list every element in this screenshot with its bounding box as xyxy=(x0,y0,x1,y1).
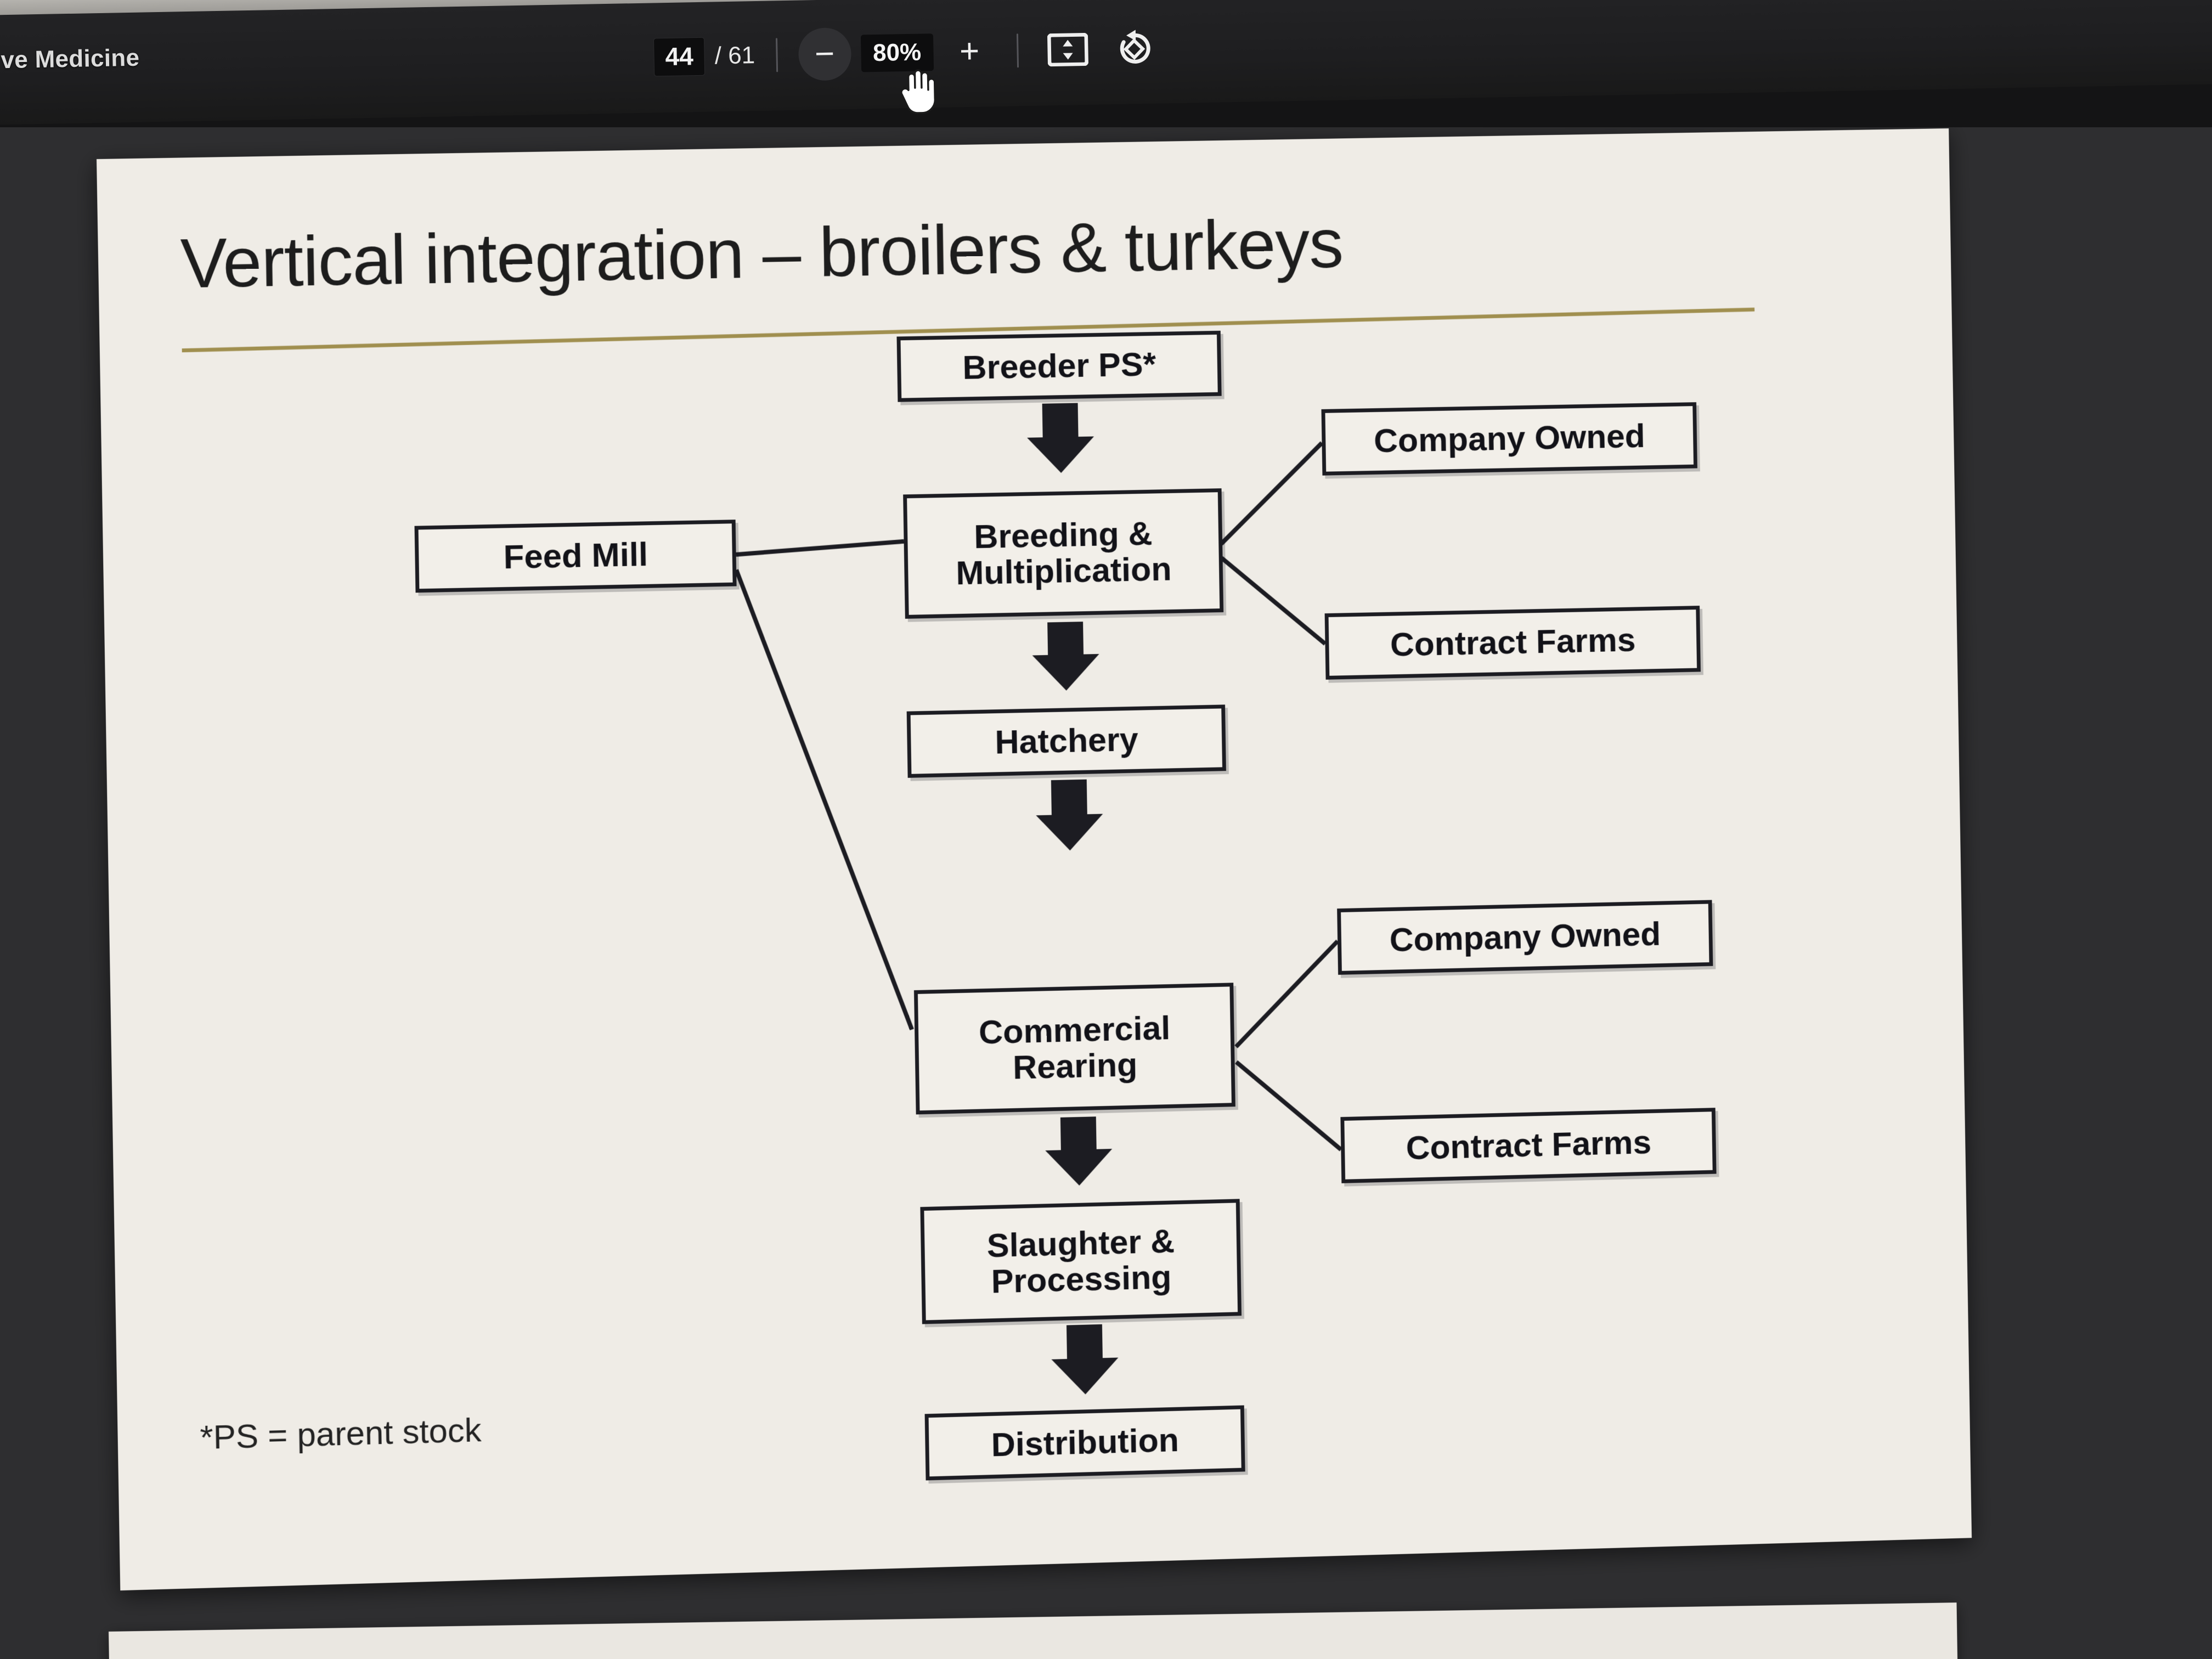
node-distribution: Distribution xyxy=(924,1405,1245,1481)
rotate-button[interactable] xyxy=(1105,19,1164,77)
node-feed-mill: Feed Mill xyxy=(414,520,737,593)
node-breeding-line2: Multiplication xyxy=(955,550,1172,592)
node-bm-company-owned-label: Company Owned xyxy=(1373,417,1646,460)
node-breeder-ps-label: Breeder PS* xyxy=(962,345,1156,387)
node-distribution-label: Distribution xyxy=(991,1421,1180,1464)
node-cr-company-owned: Company Owned xyxy=(1337,900,1713,975)
zoom-out-button[interactable]: − xyxy=(798,27,851,81)
slide-page: Vertical integration – broilers & turkey… xyxy=(97,128,1972,1591)
page-total-label: / 61 xyxy=(714,42,755,70)
node-bm-contract-farms-label: Contract Farms xyxy=(1390,621,1636,664)
node-feed-mill-label: Feed Mill xyxy=(503,535,648,577)
fit-page-icon xyxy=(1047,32,1088,67)
pdf-viewer-toolbar: ve Medicine 44 / 61 − 80% + xyxy=(0,0,2212,125)
rotate-icon xyxy=(1113,29,1155,69)
zoom-level-display[interactable]: 80% xyxy=(860,33,934,72)
node-hatchery: Hatchery xyxy=(906,704,1226,778)
fit-page-button[interactable] xyxy=(1039,21,1097,79)
node-cr-contract-farms-label: Contract Farms xyxy=(1406,1123,1652,1167)
node-breeding-line1: Breeding & xyxy=(973,515,1153,556)
node-slaughter-line1: Slaughter & xyxy=(986,1222,1175,1265)
node-cr-company-owned-label: Company Owned xyxy=(1389,915,1661,960)
document-title: ve Medicine xyxy=(1,44,140,74)
page-title: Vertical integration – broilers & turkey… xyxy=(179,205,1344,303)
toolbar-center-controls: 44 / 61 − 80% + xyxy=(653,7,1164,98)
toolbar-divider-2 xyxy=(1016,33,1019,68)
node-slaughter-line2: Processing xyxy=(991,1258,1172,1301)
node-hatchery-label: Hatchery xyxy=(995,720,1139,761)
page-number-input[interactable]: 44 xyxy=(653,37,706,77)
node-bm-contract-farms: Contract Farms xyxy=(1324,606,1701,680)
node-commercial-line2: Rearing xyxy=(1012,1046,1138,1087)
node-bm-company-owned: Company Owned xyxy=(1321,402,1697,476)
node-slaughter-processing: Slaughter & Processing xyxy=(920,1199,1242,1324)
zoom-in-button[interactable]: + xyxy=(959,32,980,71)
toolbar-divider xyxy=(775,38,778,72)
slide-footnote: *PS = parent stock xyxy=(199,1411,482,1457)
node-breeder-ps: Breeder PS* xyxy=(896,330,1222,402)
next-slide-page[interactable] xyxy=(109,1602,1960,1659)
document-viewport[interactable]: Vertical integration – broilers & turkey… xyxy=(0,127,2212,1659)
node-commercial-rearing: Commercial Rearing xyxy=(913,983,1235,1115)
node-breeding-multiplication: Breeding & Multiplication xyxy=(903,488,1224,619)
node-cr-contract-farms: Contract Farms xyxy=(1340,1108,1717,1183)
node-commercial-line1: Commercial xyxy=(978,1009,1171,1052)
